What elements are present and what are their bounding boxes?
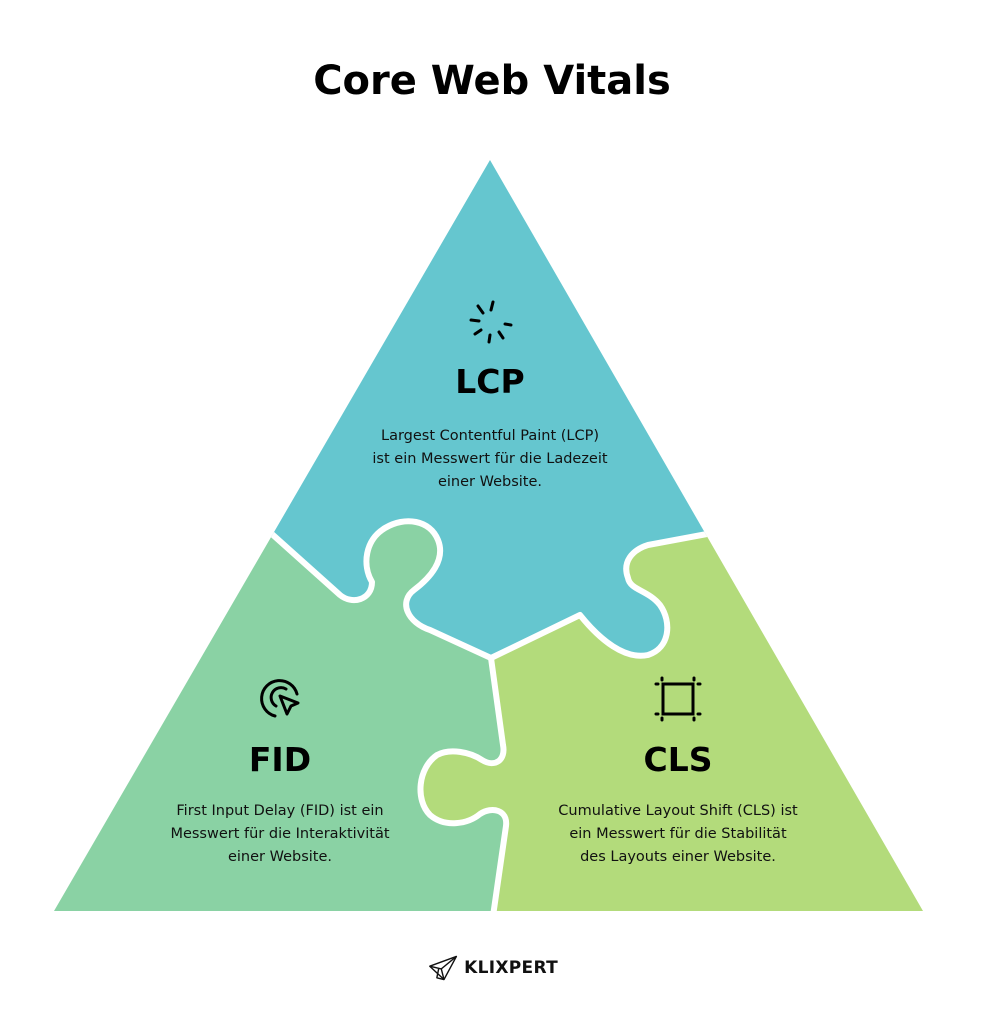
brand-logo: KLIXPERT xyxy=(428,950,558,986)
cls-label: CLS xyxy=(643,740,713,779)
loading-spinner-icon xyxy=(469,300,513,344)
cursor-click-icon xyxy=(260,679,300,718)
page-title: Core Web Vitals xyxy=(313,58,671,104)
brand-name: KLIXPERT xyxy=(464,958,558,978)
lcp-description: Largest Contentful Paint (LCP) ist ein M… xyxy=(340,425,640,494)
paper-plane-icon xyxy=(429,955,458,981)
lcp-description-line: Largest Contentful Paint (LCP) xyxy=(381,428,599,444)
fid-description-line: First Input Delay (FID) ist ein xyxy=(176,803,384,819)
lcp-puzzle-piece xyxy=(200,160,780,658)
fid-puzzle-piece xyxy=(54,480,507,911)
fid-description: First Input Delay (FID) ist ein Messwert… xyxy=(130,800,430,869)
seam-left xyxy=(227,497,494,661)
seam-right xyxy=(488,512,763,661)
cls-description: Cumulative Layout Shift (CLS) ist ein Me… xyxy=(518,800,838,869)
lcp-label: LCP xyxy=(455,362,525,401)
cls-description-line: Cumulative Layout Shift (CLS) ist xyxy=(558,803,798,819)
seam-bottom xyxy=(417,655,510,911)
lcp-description-line: einer Website. xyxy=(437,474,543,490)
fid-description-line: einer Website. xyxy=(227,849,333,865)
cls-description-line: des Layouts einer Website. xyxy=(580,849,776,865)
cls-description-line: ein Messwert für die Stabilität xyxy=(569,826,787,842)
fid-description-line: Messwert für die Interaktivität xyxy=(170,826,390,842)
layout-frame-icon xyxy=(654,676,702,722)
fid-label: FID xyxy=(248,740,312,779)
lcp-description-line: ist ein Messwert für die Ladezeit xyxy=(372,451,608,467)
